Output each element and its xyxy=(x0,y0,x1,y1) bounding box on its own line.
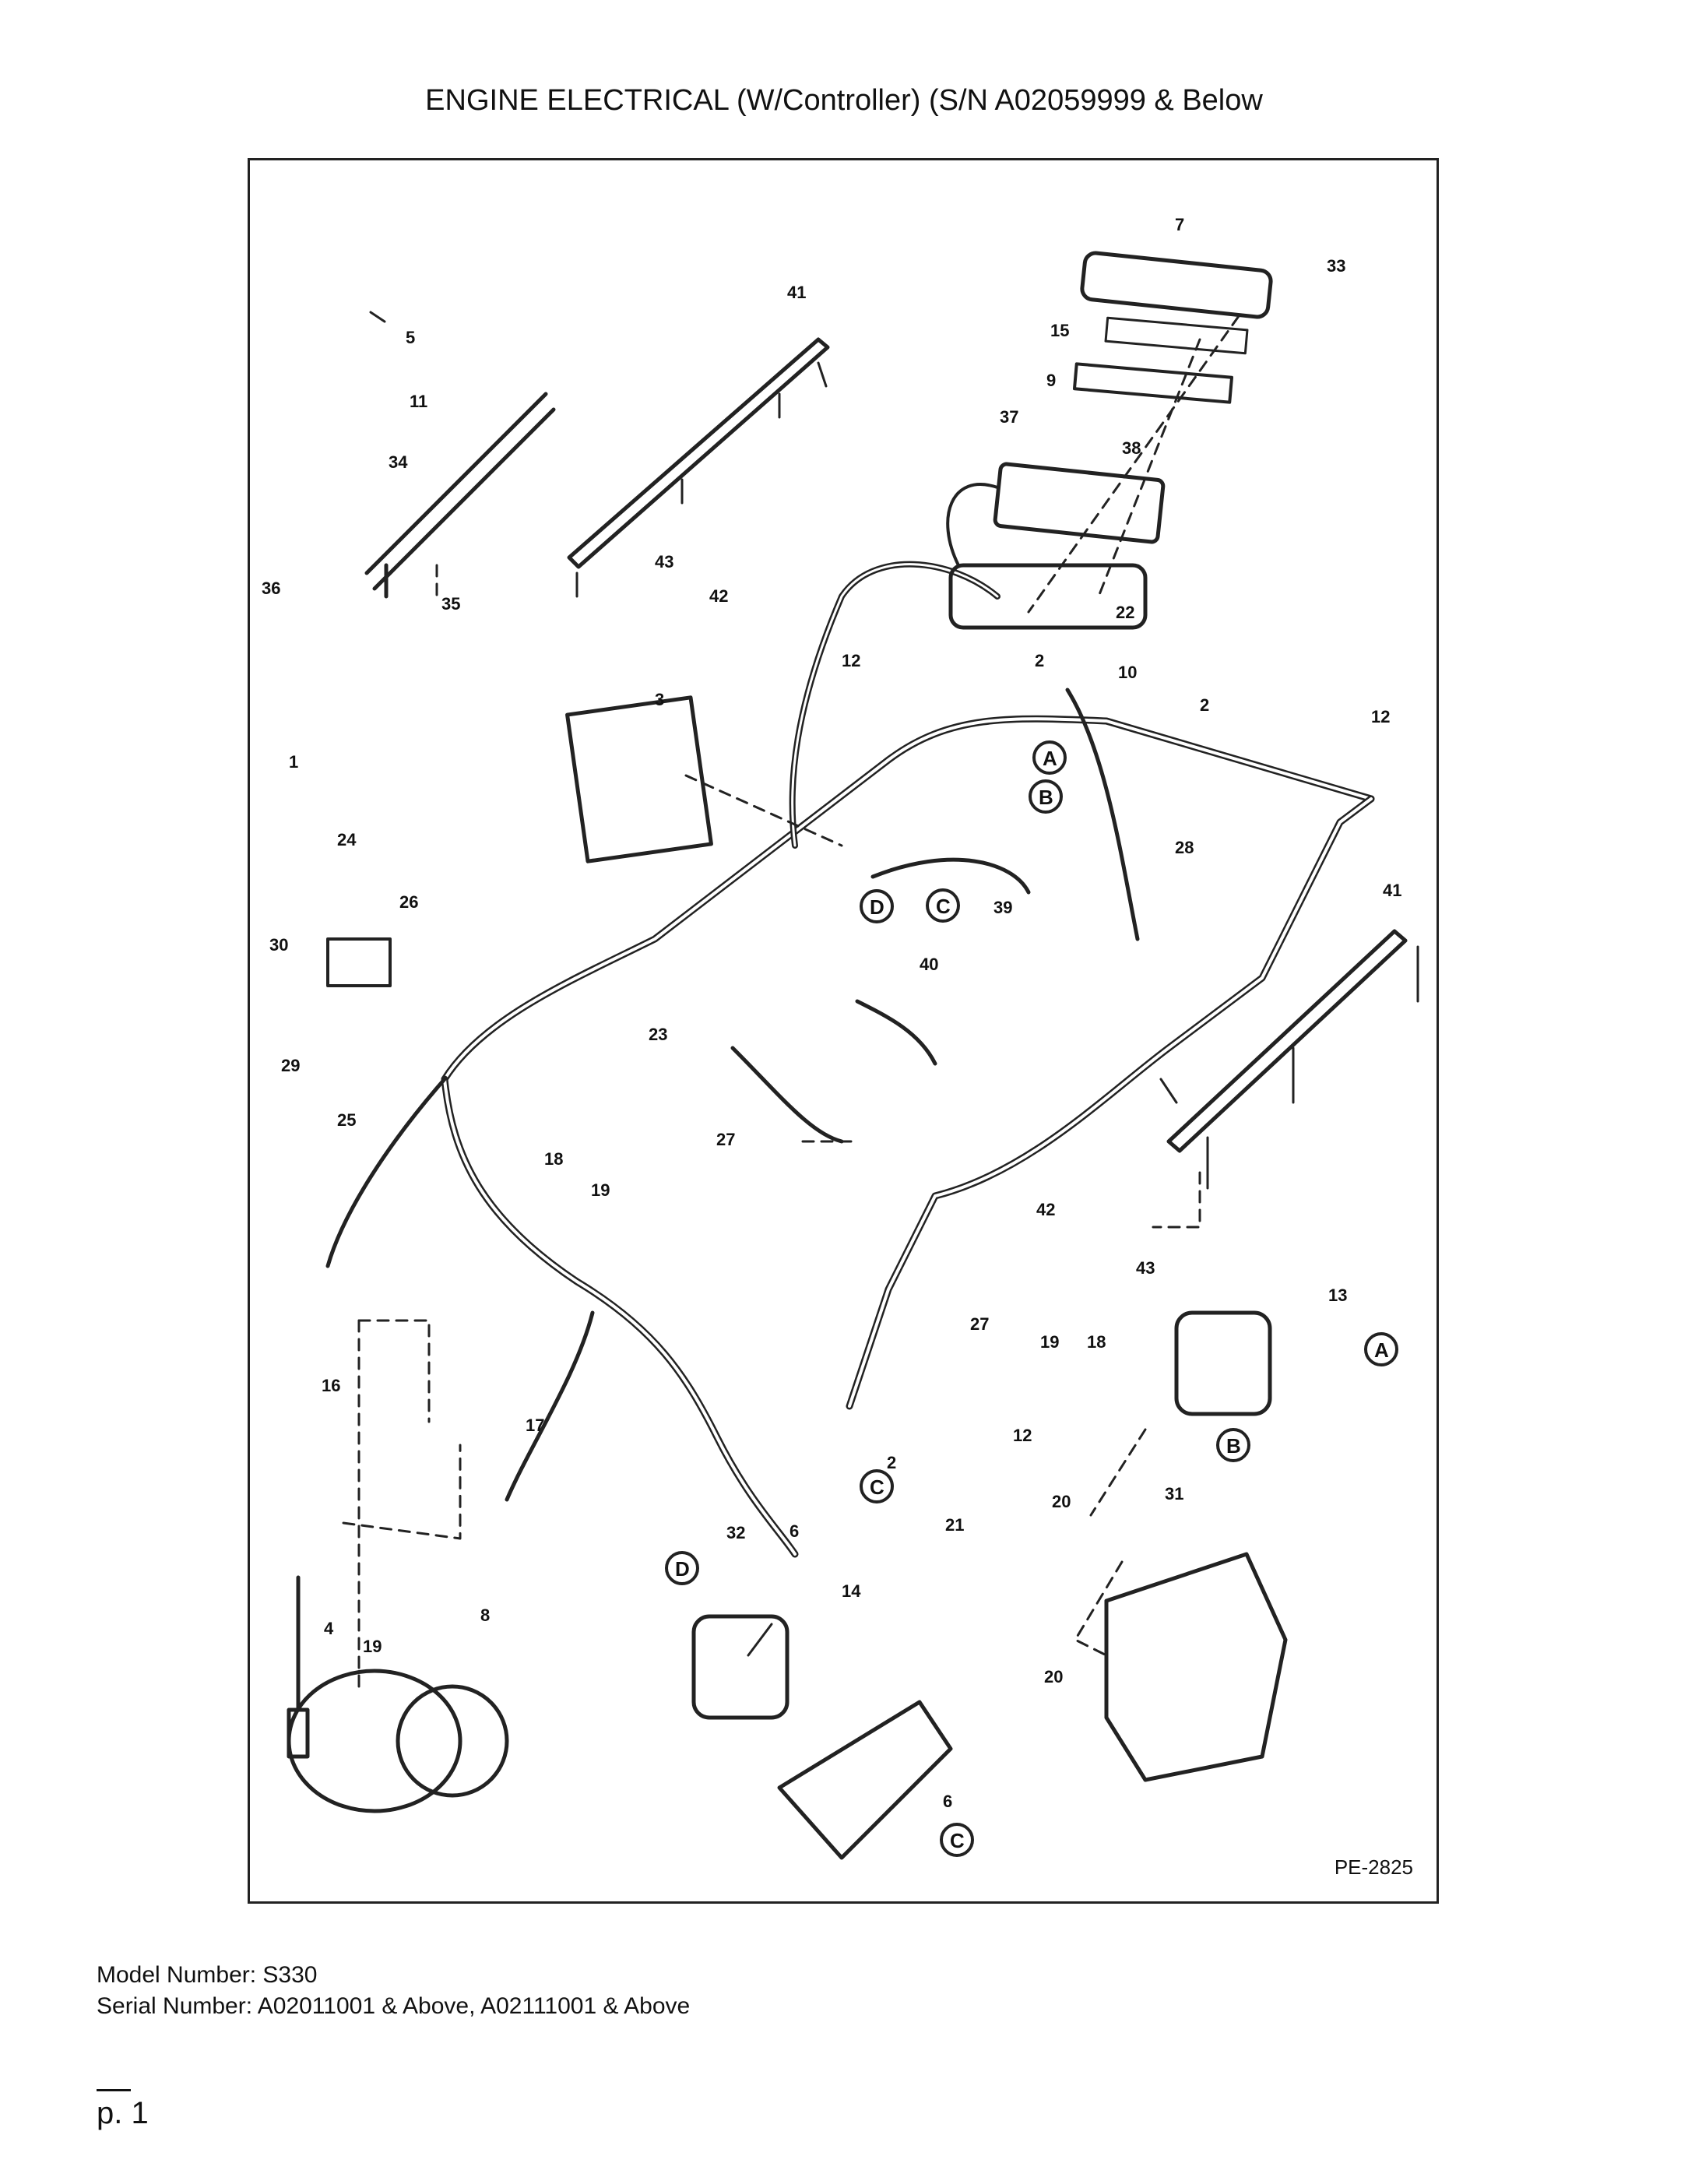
callout-28: 28 xyxy=(1175,838,1194,857)
circle-letter-c-2: C xyxy=(860,1469,894,1503)
circle-letter-b-2: B xyxy=(1216,1428,1250,1462)
callout-25: 25 xyxy=(337,1110,356,1130)
svg-text:A: A xyxy=(1374,1338,1389,1362)
part-22-controller xyxy=(948,563,1148,630)
callout-26: 26 xyxy=(399,892,418,912)
part-41-rail-right xyxy=(1166,929,1408,1153)
callout-19-b: 19 xyxy=(1040,1332,1059,1352)
callout-23: 23 xyxy=(649,1025,667,1044)
callout-42: 42 xyxy=(709,586,728,606)
fuel-filter-left xyxy=(691,1614,789,1720)
circle-letter-a-2: A xyxy=(1364,1332,1398,1366)
callout-37: 37 xyxy=(1000,407,1018,427)
callout-14: 14 xyxy=(842,1581,861,1601)
callout-16: 16 xyxy=(322,1376,340,1395)
circle-letter-d: D xyxy=(860,889,894,923)
callout-40: 40 xyxy=(920,955,938,974)
circle-letter-c-3: C xyxy=(940,1823,974,1857)
svg-text:C: C xyxy=(950,1829,965,1852)
callout-10: 10 xyxy=(1118,663,1137,682)
harness-upper-branch xyxy=(789,561,1000,849)
callout-1: 1 xyxy=(289,752,298,772)
callout-2-b: 2 xyxy=(1200,695,1209,715)
ac-compressor xyxy=(287,1669,462,1813)
callout-2-c: 2 xyxy=(887,1453,896,1472)
callout-29: 29 xyxy=(281,1056,300,1075)
callout-42-right: 42 xyxy=(1036,1200,1055,1219)
callout-33: 33 xyxy=(1327,256,1345,276)
callout-12-b: 12 xyxy=(1371,707,1390,726)
fuel-filter-right xyxy=(1174,1310,1272,1416)
circle-letter-a: A xyxy=(1032,740,1067,775)
part-34-bracket xyxy=(364,392,556,599)
part-3-module xyxy=(565,695,713,863)
parts-diagram-frame: 1 2 3 4 5 6 7 8 9 10 11 12 13 14 15 16 1… xyxy=(248,158,1439,1904)
callout-19-c: 19 xyxy=(363,1637,382,1656)
callout-labels: 1 2 3 4 5 6 7 8 9 10 11 12 13 14 15 16 1… xyxy=(262,215,1401,1811)
circle-letter-markers: A B D C A B C xyxy=(665,740,1398,1857)
model-number: Model Number: S330 xyxy=(97,1962,318,1988)
callout-35: 35 xyxy=(441,594,460,614)
callout-24: 24 xyxy=(337,830,357,849)
callout-41: 41 xyxy=(787,283,806,302)
figure-code: PE-2825 xyxy=(1334,1855,1413,1879)
callout-38: 38 xyxy=(1122,438,1141,458)
callout-8: 8 xyxy=(480,1605,490,1625)
svg-text:B: B xyxy=(1226,1434,1241,1458)
callout-18: 18 xyxy=(544,1149,563,1169)
callout-2: 2 xyxy=(1035,651,1044,670)
callout-27-b: 27 xyxy=(970,1314,989,1334)
callout-21: 21 xyxy=(945,1515,964,1535)
serial-number: Serial Number: A02011001 & Above, A02111… xyxy=(97,1993,691,2019)
callout-6-b: 6 xyxy=(943,1792,952,1811)
callout-12: 12 xyxy=(842,651,860,670)
part-7-cover xyxy=(1080,251,1273,319)
callout-22: 22 xyxy=(1116,603,1134,622)
svg-text:D: D xyxy=(675,1557,690,1581)
callout-31: 31 xyxy=(1165,1484,1183,1503)
callout-34: 34 xyxy=(389,452,408,472)
callout-18-b: 18 xyxy=(1087,1332,1106,1352)
circle-letter-d-2: D xyxy=(665,1551,699,1585)
callout-15: 15 xyxy=(1050,321,1069,340)
callout-9: 9 xyxy=(1046,371,1056,390)
callout-3: 3 xyxy=(655,690,664,709)
svg-text:A: A xyxy=(1043,747,1057,770)
injection-pump xyxy=(1104,1552,1288,1782)
engine-electrical-diagram: 1 2 3 4 5 6 7 8 9 10 11 12 13 14 15 16 1… xyxy=(262,215,1419,1860)
callout-13: 13 xyxy=(1328,1285,1347,1305)
callout-7: 7 xyxy=(1175,215,1184,234)
page-rule xyxy=(97,2089,131,2091)
callout-17: 17 xyxy=(526,1416,544,1435)
callout-39: 39 xyxy=(993,898,1012,917)
callout-41-right: 41 xyxy=(1383,881,1401,900)
svg-text:D: D xyxy=(870,895,884,919)
callout-27: 27 xyxy=(716,1130,735,1149)
main-harness xyxy=(441,715,1375,1083)
circle-letter-b: B xyxy=(1029,779,1063,814)
callout-4: 4 xyxy=(324,1619,334,1638)
page-number: p. 1 xyxy=(97,2096,149,2130)
callout-36: 36 xyxy=(262,579,280,598)
callout-30: 30 xyxy=(269,935,288,955)
callout-12-c: 12 xyxy=(1013,1426,1032,1445)
callout-43-right: 43 xyxy=(1136,1258,1155,1278)
main-harness-inner xyxy=(443,717,1373,1081)
page-title: ENGINE ELECTRICAL (W/Controller) (S/N A0… xyxy=(425,84,1263,117)
callout-11: 11 xyxy=(410,392,427,411)
part-41-rail-upper xyxy=(567,337,830,569)
callout-20-b: 20 xyxy=(1044,1667,1063,1686)
svg-text:C: C xyxy=(870,1475,884,1499)
svg-text:B: B xyxy=(1039,786,1053,809)
callout-20: 20 xyxy=(1052,1492,1071,1511)
svg-text:C: C xyxy=(936,895,951,918)
callout-43: 43 xyxy=(655,552,673,571)
callout-5: 5 xyxy=(406,328,415,347)
callout-6: 6 xyxy=(789,1521,799,1541)
callout-19: 19 xyxy=(591,1180,610,1200)
callout-32: 32 xyxy=(726,1523,745,1542)
circle-letter-c: C xyxy=(926,888,960,923)
starter-motor xyxy=(777,1700,953,1860)
